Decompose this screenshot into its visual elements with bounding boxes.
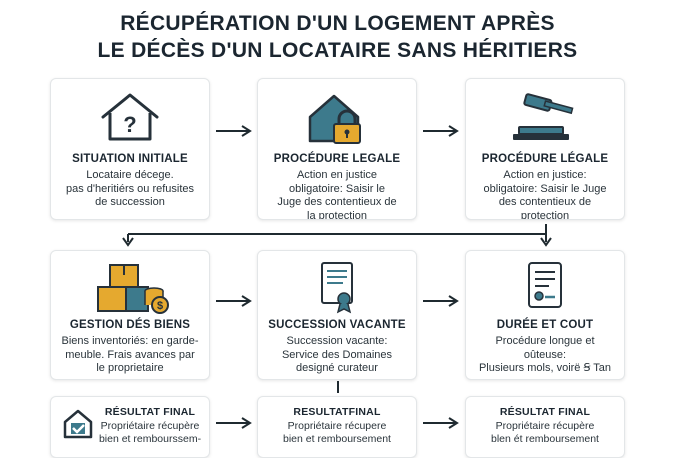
card-heading: PROCÉDURE LÉGALE — [481, 153, 609, 165]
card-resultat-final-2: RESULTATFINAL Propriétaire récupere bien… — [257, 396, 417, 458]
boxes-coins-icon: $ — [97, 264, 169, 314]
card-succession-vacante: SUCCESSION VACANTE Succession vacante: S… — [257, 250, 417, 380]
card-heading: GESTION DÉS BIENS — [69, 319, 191, 331]
card-heading: RESULTATFINAL — [293, 406, 381, 418]
document-coin-icon — [528, 262, 562, 308]
card-gestion-des-biens: $ GESTION DÉS BIENS Biens inventoriés: e… — [50, 250, 210, 380]
card-body: Propriétaire récupere bien et remboursem… — [283, 420, 391, 445]
card-body: Action en justice obligatoire: Saisir le… — [277, 169, 397, 220]
arrow-right — [216, 125, 252, 137]
card-heading: RÉSULTAT FINAL — [499, 406, 591, 418]
card-procedure-legale-2: PROCÉDURE LÉGALE Action en justice: obli… — [465, 78, 625, 220]
card-body: Propriétaire récupère bien et remboursse… — [98, 420, 202, 445]
connector-tick — [337, 381, 339, 393]
card-situation-initiale: ? SITUATION INITIALE Locataire décege. p… — [50, 78, 210, 220]
card-duree-et-cout: DURÉE ET COUT Procédure longue et oûteus… — [465, 250, 625, 380]
svg-text:$: $ — [157, 300, 163, 312]
house-question-icon: ? — [101, 93, 159, 141]
card-heading: DURÉE ET COUT — [496, 319, 594, 331]
gavel-icon — [513, 93, 574, 140]
card-body: Action en justice: obligatoire: Saisir l… — [483, 169, 607, 220]
house-check-icon — [63, 409, 93, 439]
arrow-right — [216, 417, 252, 429]
arrow-right — [216, 295, 252, 307]
card-heading: RÉSULTAT FINAL — [104, 406, 196, 418]
house-lock-icon — [308, 94, 361, 144]
card-heading: PROCÉDURE LEGALE — [273, 153, 401, 165]
card-resultat-final-1: RÉSULTAT FINAL Propriétaire récupère bie… — [50, 396, 210, 458]
card-heading: SUCCESSION VACANTE — [268, 319, 406, 331]
card-body: Procédure longue et oûteuse: Plusieurs m… — [478, 335, 612, 374]
arrow-right — [423, 125, 459, 137]
card-body: Locataire décege. pas d'heritiérs ou ref… — [65, 169, 195, 208]
card-procedure-legale-1: PROCÉDURE LEGALE Action en justice oblig… — [257, 78, 417, 220]
card-resultat-final-3: RÉSULTAT FINAL Propriétaire récupère ble… — [465, 396, 625, 458]
card-body: Succession vacante: Service des Domaines… — [281, 335, 393, 374]
svg-text:?: ? — [123, 112, 136, 137]
row-connector-arrow — [122, 224, 552, 247]
arrow-right — [423, 417, 459, 429]
card-heading: SITUATION INITIALE — [72, 153, 188, 165]
title-line-2: le décès d'un locataire sans héritiers — [97, 39, 578, 62]
arrow-right — [423, 295, 459, 307]
certificate-document-icon — [321, 262, 353, 314]
title-line-1: Récupération d'un logement après — [120, 12, 555, 35]
card-body: Propriétaire récupère blen ét remboursem… — [491, 420, 599, 445]
diagram-title: Récupération d'un logement après le décè… — [0, 10, 675, 64]
card-body: Biens inventoriés: en garde- meuble. Fra… — [61, 335, 199, 374]
